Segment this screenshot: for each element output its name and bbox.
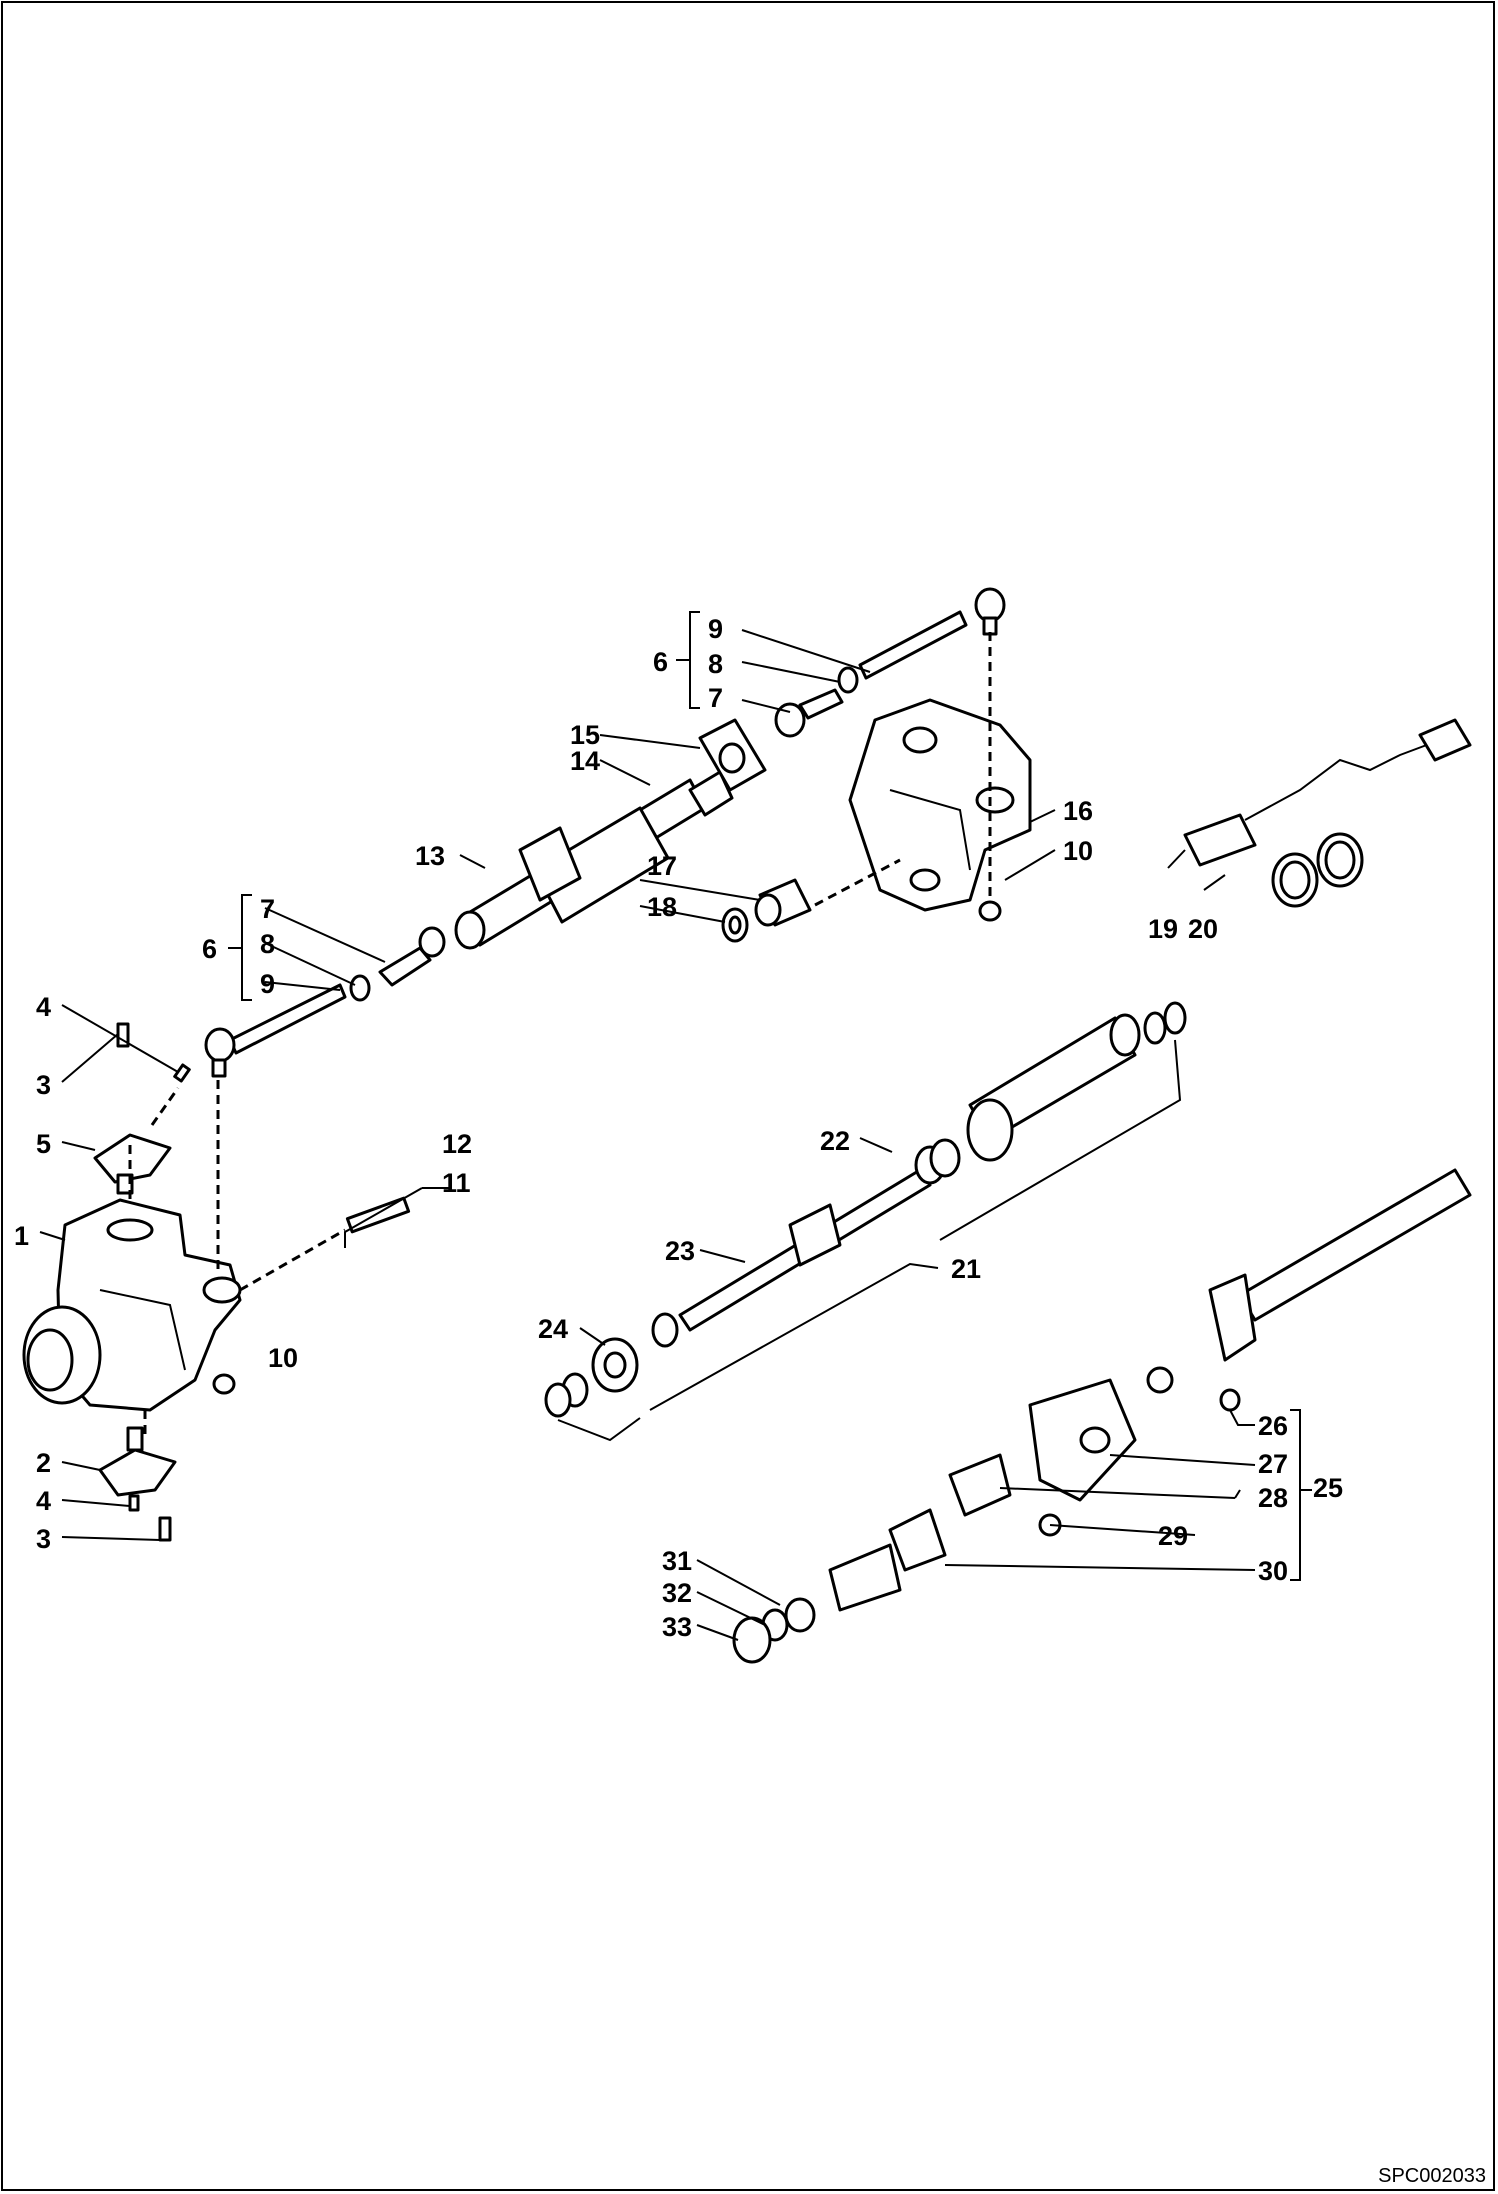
seal-part-18 bbox=[721, 907, 749, 943]
callout-19: 19 bbox=[1148, 914, 1178, 944]
callout-12: 12 bbox=[442, 1129, 472, 1159]
driveshaft-assembly-part-21 bbox=[544, 1001, 1187, 1418]
callout-28: 28 bbox=[1258, 1483, 1288, 1513]
ball-joint-lower-part-2 bbox=[98, 1426, 177, 1497]
callout-29: 29 bbox=[1158, 1521, 1188, 1551]
callout-3-lower: 3 bbox=[36, 1524, 51, 1554]
callout-3: 3 bbox=[36, 1070, 51, 1100]
drawing-code: SPC002033 bbox=[1378, 2165, 1486, 2187]
callout-14: 14 bbox=[570, 746, 600, 776]
callout-9-upper: 9 bbox=[708, 614, 723, 644]
callout-6-upper: 6 bbox=[653, 647, 668, 677]
flange-part-15 bbox=[698, 718, 767, 792]
callout-15: 15 bbox=[570, 720, 600, 750]
callout-33: 33 bbox=[662, 1612, 692, 1642]
alignment-lines bbox=[128, 632, 992, 1440]
callout-1: 1 bbox=[14, 1221, 29, 1251]
callout-2: 2 bbox=[36, 1448, 51, 1478]
callout-20: 20 bbox=[1188, 914, 1218, 944]
callout-30: 30 bbox=[1258, 1556, 1288, 1586]
callout-11: 11 bbox=[442, 1168, 471, 1198]
bushing-part-17 bbox=[754, 878, 812, 927]
callout-10: 10 bbox=[268, 1343, 298, 1373]
callout-13: 13 bbox=[415, 841, 445, 871]
steering-knuckle-part-1 bbox=[22, 1198, 242, 1412]
callout-31: 31 bbox=[662, 1546, 692, 1576]
sensor-part-19 bbox=[1183, 718, 1472, 867]
callout-8-upper: 8 bbox=[708, 649, 723, 679]
callout-7: 7 bbox=[260, 894, 275, 924]
callout-labels: 1 2 3 3 4 4 5 6 6 7 7 8 8 9 9 10 10 11 1… bbox=[14, 614, 1343, 1642]
callout-23: 23 bbox=[665, 1236, 695, 1266]
tie-rod-end-left bbox=[204, 926, 446, 1078]
callout-8: 8 bbox=[260, 929, 275, 959]
callout-27: 27 bbox=[1258, 1449, 1288, 1479]
callout-6: 6 bbox=[202, 934, 217, 964]
steering-knuckle-part-16 bbox=[848, 698, 1032, 912]
callout-26: 26 bbox=[1258, 1411, 1288, 1441]
hose-clamps bbox=[1271, 832, 1364, 908]
callout-21: 21 bbox=[951, 1254, 981, 1284]
callout-10-upper: 10 bbox=[1063, 836, 1093, 866]
callout-17: 17 bbox=[647, 851, 677, 881]
callout-18: 18 bbox=[647, 892, 677, 922]
callout-32: 32 bbox=[662, 1578, 692, 1608]
callout-4: 4 bbox=[36, 992, 51, 1022]
bolts-and-pins bbox=[116, 900, 1002, 1542]
callout-7-upper: 7 bbox=[708, 683, 723, 713]
axle-shaft-assembly-part-25 bbox=[732, 1168, 1472, 1664]
ball-joint-upper-part-5 bbox=[93, 1133, 172, 1195]
callout-9: 9 bbox=[260, 969, 275, 999]
callout-4-lower: 4 bbox=[36, 1486, 51, 1516]
steering-cylinder-part-14 bbox=[454, 770, 734, 950]
callout-24: 24 bbox=[538, 1314, 568, 1344]
tie-rod-end-right bbox=[774, 587, 1006, 738]
leader-lines bbox=[39, 611, 1312, 1641]
callout-25: 25 bbox=[1313, 1473, 1343, 1503]
callout-16: 16 bbox=[1063, 796, 1093, 826]
callout-5: 5 bbox=[36, 1129, 51, 1159]
callout-22: 22 bbox=[820, 1126, 850, 1156]
